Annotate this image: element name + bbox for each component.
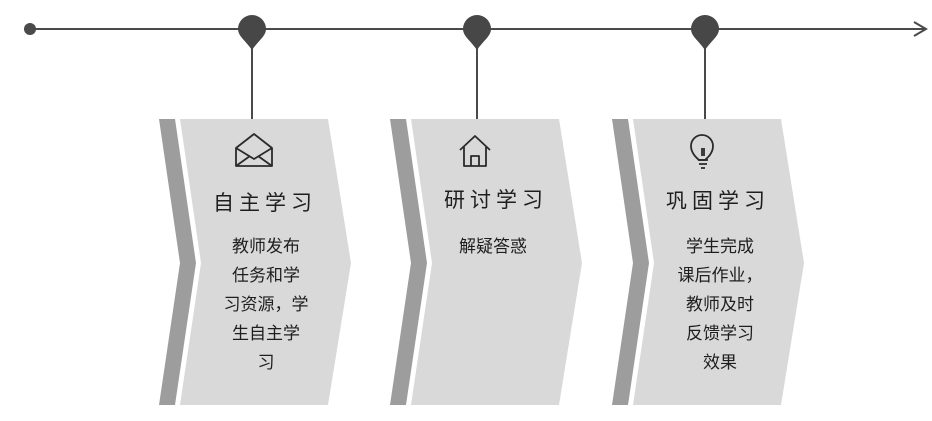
step-card-2 bbox=[390, 15, 582, 405]
card-body bbox=[180, 119, 351, 405]
description-line: 反馈学习 bbox=[686, 324, 754, 344]
description-line: 任务和学 bbox=[232, 266, 300, 286]
card-stripe bbox=[612, 119, 649, 405]
step-title-1: 自主学习 bbox=[213, 191, 317, 215]
description-line: 习 bbox=[257, 353, 275, 373]
description-line: 教师发布 bbox=[232, 237, 300, 257]
card-body bbox=[633, 119, 804, 405]
description-line: 习资源，学 bbox=[223, 295, 309, 315]
step-description-1: 教师发布 任务和学 习资源，学 生自主学 习 bbox=[206, 233, 326, 378]
timeline-pin bbox=[691, 15, 719, 50]
description-line: 效果 bbox=[703, 353, 737, 373]
timeline-arrowhead bbox=[913, 21, 928, 37]
home-icon bbox=[459, 135, 491, 167]
timeline-pin bbox=[463, 15, 491, 50]
description-line: 课后作业， bbox=[677, 266, 763, 286]
step-title-3: 巩固学习 bbox=[666, 189, 770, 213]
envelope-icon bbox=[235, 133, 273, 167]
step-title-2: 研讨学习 bbox=[444, 188, 548, 212]
step-card-1 bbox=[159, 15, 351, 405]
step-description-3: 学生完成 课后作业， 教师及时 反馈学习 效果 bbox=[660, 233, 780, 378]
description-line: 解疑答惑 bbox=[459, 237, 527, 257]
step-description-2: 解疑答惑 bbox=[433, 233, 553, 262]
description-line: 生自主学 bbox=[232, 324, 300, 344]
timeline-pin bbox=[238, 15, 266, 50]
step-card-3 bbox=[612, 15, 804, 405]
description-line: 教师及时 bbox=[686, 295, 754, 315]
lightbulb-icon bbox=[690, 134, 714, 169]
description-line: 学生完成 bbox=[686, 237, 754, 257]
card-body bbox=[411, 119, 582, 405]
card-stripe bbox=[390, 119, 427, 405]
timeline-start-dot bbox=[24, 23, 36, 35]
card-stripe bbox=[159, 119, 196, 405]
